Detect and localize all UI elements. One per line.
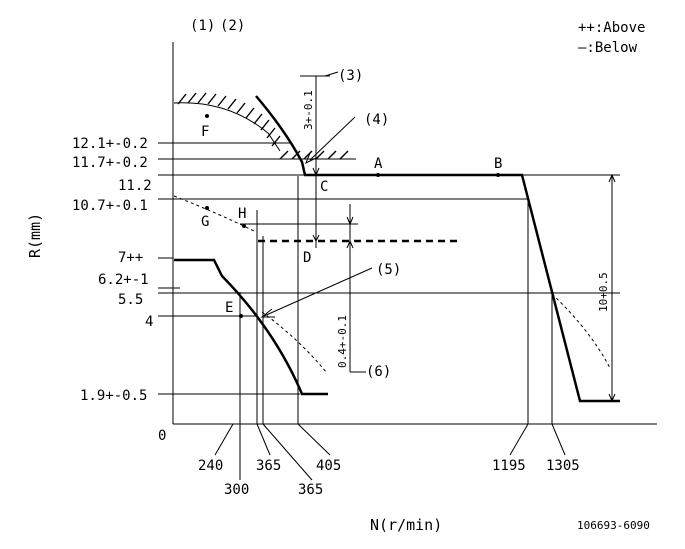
- y-tick-7: 7++: [118, 250, 143, 266]
- origin-label: 0: [158, 428, 166, 444]
- dim04-arrow-bot: [346, 239, 354, 249]
- callout5-leader: [263, 267, 373, 317]
- x-tick-1195: 1195: [492, 458, 526, 474]
- point-b: B: [494, 156, 502, 172]
- dim04-arrow-top: [346, 216, 354, 226]
- ref-label-2: (2): [220, 18, 245, 34]
- stopper-curve: [173, 102, 281, 152]
- dim3-label: 3+-0.1: [302, 90, 315, 130]
- ref-label-1: (1): [190, 18, 215, 34]
- dim3-arrow-d: [312, 234, 320, 243]
- dim10-label: 10+0.5: [597, 272, 610, 312]
- point-f: F: [201, 124, 209, 140]
- drawing-number: 106693-6090: [577, 519, 650, 532]
- marker-h: [242, 224, 246, 228]
- point-d: D: [303, 250, 311, 266]
- lower-curve: [174, 258, 328, 396]
- dim04-label: 0.4+-0.1: [336, 315, 349, 368]
- dashed-curve-right: [551, 293, 611, 369]
- dim10-arrow-bot: [608, 393, 616, 403]
- marker-e: [239, 314, 243, 318]
- y-tick-4: 4: [145, 314, 153, 330]
- point-e: E: [225, 300, 233, 316]
- point-h: H: [238, 206, 246, 222]
- legend-below: —:Below: [578, 40, 638, 56]
- upper-stop-hatching: [279, 150, 349, 160]
- callout4-leader: [309, 116, 356, 161]
- dim3-arrow-c: [312, 167, 320, 177]
- y-tick-11-2: 11.2: [118, 178, 152, 194]
- x-leader-1195: [509, 199, 529, 456]
- y-tick-12-1: 12.1+-0.2: [72, 136, 148, 152]
- x-tick-365a: 365: [256, 458, 281, 474]
- y-tick-11-7: 11.7+-0.2: [72, 155, 148, 171]
- x-tick-240: 240: [198, 458, 223, 474]
- main-curve: [255, 95, 620, 403]
- callout-6: (6): [366, 364, 391, 380]
- dim10-arrow-top: [608, 173, 616, 183]
- x-tick-300: 300: [224, 482, 249, 498]
- y-tick-5-5: 5.5: [118, 292, 143, 308]
- callout4-arrow: [305, 152, 317, 165]
- x-tick-1305: 1305: [546, 458, 580, 474]
- callout3-leader: [324, 71, 339, 77]
- marker-b: [496, 173, 500, 177]
- dashed-curve-lower: [261, 311, 327, 373]
- marker-g: [205, 206, 209, 210]
- y-tick-10-7: 10.7+-0.1: [72, 198, 148, 214]
- stopper-hatching: [177, 92, 281, 147]
- callout-5: (5): [376, 262, 401, 278]
- callout-3: (3): [338, 68, 363, 84]
- y-tick-1-9: 1.9+-0.5: [80, 388, 147, 404]
- point-g: G: [201, 214, 209, 230]
- x-tick-365b: 365: [298, 482, 323, 498]
- x-axis-label: N(r/min): [370, 516, 442, 534]
- point-c: C: [320, 179, 328, 195]
- y-tick-6-2: 6.2+-1: [98, 272, 149, 288]
- x-tick-405: 405: [316, 458, 341, 474]
- legend-above: ++:Above: [578, 20, 645, 36]
- x-leader-365b: [262, 236, 313, 481]
- x-leader-1305: [551, 292, 566, 456]
- x-leader-405: [297, 176, 331, 456]
- x-leader-365a: [256, 210, 271, 456]
- callout5-arrow: [260, 308, 275, 318]
- x-leader-240: [214, 423, 234, 456]
- point-a: A: [374, 156, 383, 172]
- callout-4: (4): [364, 112, 389, 128]
- y-axis-label: R(mm): [26, 213, 44, 258]
- marker-a: [376, 173, 380, 177]
- marker-f: [205, 114, 209, 118]
